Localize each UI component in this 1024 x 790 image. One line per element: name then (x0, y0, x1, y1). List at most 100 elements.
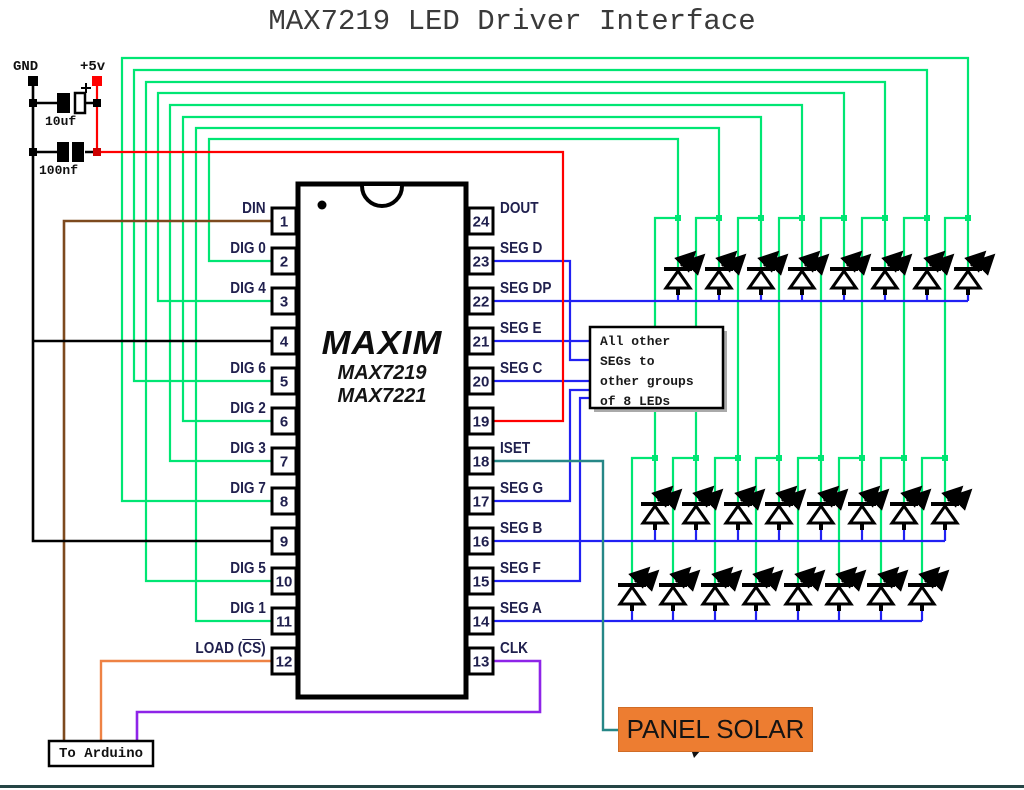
pin-8: 8 (270, 486, 298, 516)
pin-number-20: 20 (473, 374, 490, 391)
led-symbol-r1c3 (746, 250, 789, 301)
pin-number-24: 24 (473, 214, 490, 231)
pin-label-12: LOAD (CS) (195, 640, 266, 657)
pin-14: 14 (467, 606, 495, 636)
cap-10uf-label: 10uf (45, 114, 77, 129)
led-emission-arrow (886, 569, 909, 592)
footer-line (0, 785, 1024, 788)
led-symbol-r2c2 (681, 485, 724, 541)
dig-wire-6 (132, 68, 930, 585)
wire-seg-g (493, 388, 591, 503)
capacitor-leads (33, 101, 97, 154)
pin-label-8: DIG 7 (230, 480, 266, 497)
led-symbol-r2c7 (889, 485, 932, 541)
led-symbol-r2c3 (723, 485, 766, 541)
dig-wire-5 (144, 80, 888, 585)
pin-label-20: SEG C (500, 360, 543, 377)
panel-solar-box: PANEL SOLAR (618, 707, 813, 752)
led-symbol-r1c2 (704, 250, 747, 301)
annotation-box-frame (588, 325, 725, 410)
pin-number-19: 19 (473, 414, 490, 431)
led-emission-arrow (877, 566, 900, 589)
led-emission-arrow (637, 569, 660, 592)
led-symbol-r3c7 (866, 566, 909, 621)
junction-dot (716, 215, 722, 221)
pin-label-3: DIG 4 (230, 280, 266, 297)
led-emission-arrow (734, 485, 757, 508)
led-emission-arrow (909, 488, 932, 511)
led-emission-arrow (867, 488, 890, 511)
pin-24: 24 (467, 206, 495, 236)
pin-4: 4 (270, 326, 298, 356)
dig-wire-2 (181, 115, 764, 585)
pin-20: 20 (467, 366, 495, 396)
pin-19: 19 (467, 406, 495, 436)
led-symbol-r1c1 (663, 250, 706, 301)
junction-dot (901, 455, 907, 461)
pin-number-5: 5 (280, 374, 288, 391)
ic-notch (360, 185, 404, 208)
pin-label-7: DIG 3 (230, 440, 266, 457)
junction-node (29, 148, 37, 156)
to-arduino-box: To Arduino (58, 745, 143, 762)
pin-18: 18 (467, 446, 495, 476)
led-emission-arrow (743, 488, 766, 511)
pin-12: 12 (270, 646, 298, 676)
led-emission-arrow (752, 566, 775, 589)
pin-15: 15 (467, 566, 495, 596)
junction-dot (675, 215, 681, 221)
pin-22: 22 (467, 286, 495, 316)
junction-dot (965, 215, 971, 221)
led-emission-arrow (900, 485, 923, 508)
wire-vcc-red (95, 86, 565, 423)
pin-label-6: DIG 2 (230, 400, 266, 417)
led-emission-arrow (628, 566, 651, 589)
pin-label-13: CLK (500, 640, 528, 657)
led-emission-arrow (678, 569, 701, 592)
cap-100nf-label: 100nf (39, 163, 79, 178)
pin-3: 3 (270, 286, 298, 316)
led-emission-arrow (807, 253, 830, 276)
pin-label-2: DIG 0 (230, 240, 266, 257)
ic-model-2: MAX7221 (337, 385, 427, 407)
power-network (28, 76, 272, 543)
led-emission-arrow (890, 253, 913, 276)
pin-10: 10 (270, 566, 298, 596)
annotation-line: other groups (600, 374, 694, 389)
led-emission-arrow (817, 485, 840, 508)
led-emission-arrow (784, 488, 807, 511)
dig-wire-4 (156, 91, 847, 585)
led-symbol-r2c1 (640, 485, 683, 541)
pin-number-8: 8 (280, 494, 288, 511)
led-emission-arrow (715, 250, 738, 273)
led-emission-arrow (724, 253, 747, 276)
ic-body (295, 181, 469, 700)
pin-number-22: 22 (473, 294, 490, 311)
led-symbol-r3c3 (700, 566, 743, 621)
led-emission-arrow (720, 569, 743, 592)
wire-iset-teal (493, 459, 618, 732)
led-emission-arrow (660, 488, 683, 511)
pin-number-15: 15 (473, 574, 490, 591)
led-emission-arrow (761, 569, 784, 592)
pin-number-21: 21 (473, 334, 490, 351)
led-emission-arrow (881, 250, 904, 273)
pin-label-1: DIN (242, 200, 266, 217)
led-emission-arrow (766, 253, 789, 276)
ic-outline (295, 181, 469, 700)
junction-dot (924, 215, 930, 221)
pin-number-11: 11 (276, 614, 292, 631)
pin-number-1: 1 (280, 214, 288, 231)
pin-label-17: SEG G (500, 480, 544, 497)
led-emission-arrow (757, 250, 780, 273)
to-arduino-box-frame (47, 739, 155, 768)
wire-seg-f (493, 396, 591, 583)
pin-label-5: DIG 6 (230, 360, 266, 377)
led-emission-arrow (711, 566, 734, 589)
pin-number-16: 16 (473, 534, 490, 551)
led-emission-arrow (849, 253, 872, 276)
junction-dot (799, 215, 805, 221)
